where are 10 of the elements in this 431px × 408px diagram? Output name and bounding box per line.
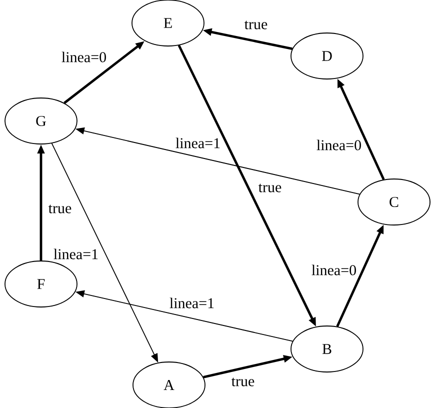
edge-label: linea=0 bbox=[310, 264, 358, 276]
edge-label: true bbox=[243, 20, 269, 30]
edge-label: linea=1 bbox=[168, 296, 216, 310]
edge-label: linea=0 bbox=[60, 50, 108, 64]
edge-label: linea=0 bbox=[315, 138, 363, 152]
edge-label: true bbox=[47, 204, 73, 214]
edge-label: true bbox=[257, 182, 283, 194]
edge-label: linea=1 bbox=[52, 248, 100, 260]
edge-label: linea=1 bbox=[174, 136, 222, 150]
edge-label: true bbox=[230, 376, 256, 388]
